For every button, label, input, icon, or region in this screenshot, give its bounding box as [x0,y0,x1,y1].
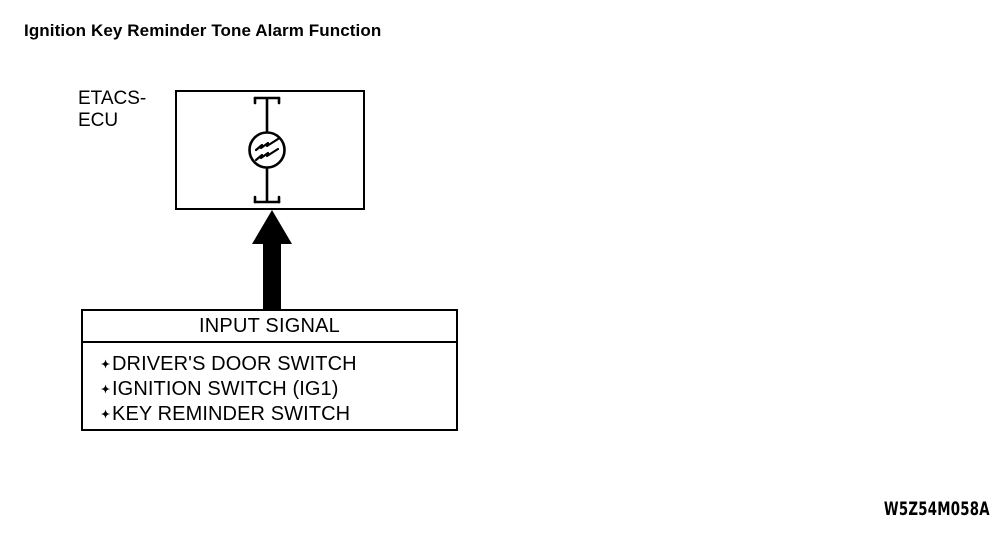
bullet-icon: ✦ [100,384,111,396]
list-item-label: IGNITION SWITCH (IG1) [112,378,339,400]
list-item-label: DRIVER'S DOOR SWITCH [112,353,357,375]
list-item-label: KEY REMINDER SWITCH [112,403,351,425]
ecu-label-line-2: ECU [78,110,119,131]
page-title: Ignition Key Reminder Tone Alarm Functio… [24,21,382,40]
bullet-icon: ✦ [100,409,111,421]
input-signal-list: ✦ DRIVER'S DOOR SWITCH ✦ IGNITION SWITCH… [83,343,456,425]
bullet-icon: ✦ [100,359,111,371]
input-signal-box: INPUT SIGNAL ✦ DRIVER'S DOOR SWITCH ✦ IG… [81,309,458,431]
ecu-label-line-1: ETACS- [78,88,147,109]
up-arrow-icon [252,210,292,312]
input-signal-header: INPUT SIGNAL [83,311,456,343]
figure-reference-code: W5Z54M058A [884,498,990,520]
buzzer-icon [248,96,286,204]
ecu-label: ETACS- ECU [78,88,146,132]
list-item: ✦ KEY REMINDER SWITCH [99,400,456,425]
list-item: ✦ IGNITION SWITCH (IG1) [99,375,456,400]
list-item: ✦ DRIVER'S DOOR SWITCH [99,350,456,375]
etacs-ecu-box [175,90,365,210]
